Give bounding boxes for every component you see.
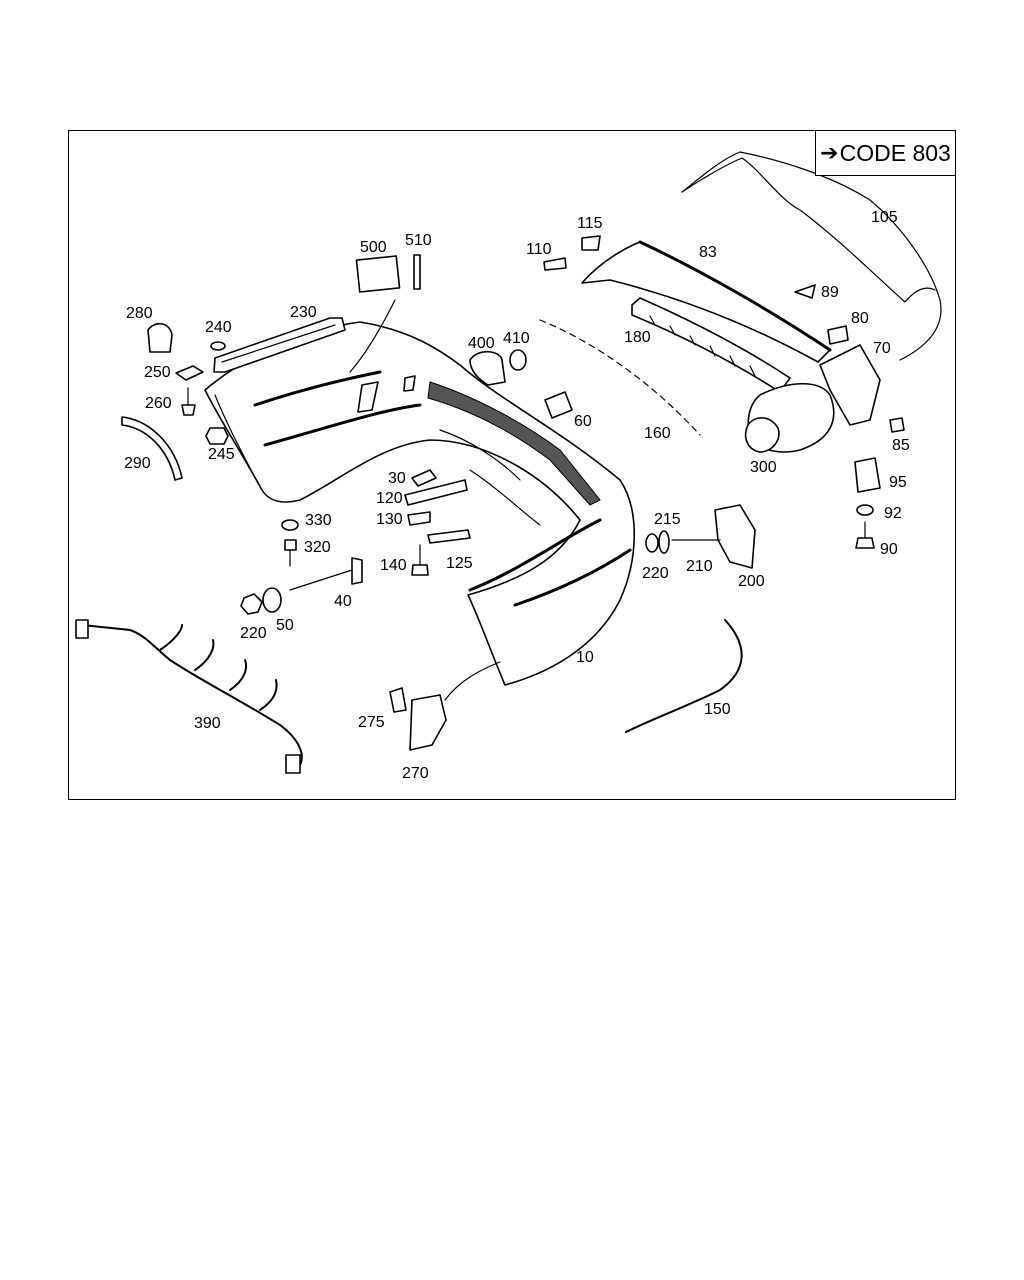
part-200-bracket (714, 504, 756, 569)
part-275-clip (389, 687, 407, 713)
part-70-bracket (819, 344, 881, 426)
label-220-left: 220 (240, 625, 267, 642)
part-220-nut-left (240, 593, 263, 615)
label-160: 160 (644, 425, 671, 442)
label-90: 90 (880, 541, 898, 558)
part-95-holder (854, 457, 881, 493)
label-330: 330 (305, 512, 332, 529)
arrow-icon: ➔ (820, 140, 839, 165)
label-85: 85 (892, 437, 910, 454)
label-70: 70 (873, 340, 891, 357)
label-215: 215 (654, 511, 681, 528)
part-115-clip (581, 235, 601, 251)
label-130: 130 (376, 511, 403, 528)
label-280: 280 (126, 305, 153, 322)
part-89-clip (794, 284, 816, 299)
part-250-nut (175, 365, 204, 381)
part-40-rod (289, 557, 363, 591)
part-180-diffuser (631, 297, 791, 393)
part-245-nut (205, 427, 229, 445)
label-245: 245 (208, 446, 235, 463)
label-220-right: 220 (642, 565, 669, 582)
label-83: 83 (699, 244, 717, 261)
part-220-nut-right (645, 533, 659, 553)
part-85-clip (889, 417, 905, 433)
part-90-screw (855, 521, 875, 549)
arrow-500 (349, 299, 396, 373)
part-320-bolt (284, 539, 297, 567)
label-500: 500 (360, 239, 387, 256)
label-290: 290 (124, 455, 151, 472)
label-275: 275 (358, 714, 385, 731)
part-330-washer (281, 519, 299, 531)
part-300-insert (744, 382, 835, 453)
label-390: 390 (194, 715, 221, 732)
label-140: 140 (380, 557, 407, 574)
label-510: 510 (405, 232, 432, 249)
label-250: 250 (144, 364, 171, 381)
label-95: 95 (889, 474, 907, 491)
part-290-strip (121, 416, 183, 481)
label-240: 240 (205, 319, 232, 336)
label-60: 60 (574, 413, 592, 430)
part-120-bracket (404, 479, 468, 506)
label-50: 50 (276, 617, 294, 634)
label-260: 260 (145, 395, 172, 412)
label-80: 80 (851, 310, 869, 327)
part-140-screw (411, 544, 429, 576)
arrow-270 (444, 661, 501, 701)
part-50-washer (262, 587, 282, 613)
part-215-washer (658, 530, 670, 554)
part-60-sensor (544, 391, 573, 419)
part-510-seal (413, 254, 421, 290)
label-200: 200 (738, 573, 765, 590)
part-150-strip (625, 619, 743, 733)
label-230: 230 (290, 304, 317, 321)
part-500-cover (355, 255, 401, 293)
label-270: 270 (402, 765, 429, 782)
label-180: 180 (624, 329, 651, 346)
label-320: 320 (304, 539, 331, 556)
label-125: 125 (446, 555, 473, 572)
part-230-reflector (213, 317, 346, 373)
part-10-bumper (204, 321, 636, 686)
part-280-clip (147, 322, 173, 353)
label-89: 89 (821, 284, 839, 301)
code-text: CODE 803 (839, 139, 951, 166)
part-260-screw (181, 387, 196, 416)
part-410-ring (509, 349, 527, 371)
part-130-bracket (407, 511, 431, 526)
part-80-clip (827, 325, 849, 345)
part-125-bracket (427, 529, 471, 544)
part-270-cover (409, 694, 447, 751)
part-390-harness (75, 619, 303, 774)
label-30: 30 (388, 470, 406, 487)
part-400-sensor (469, 350, 506, 386)
part-92-washer (856, 504, 874, 516)
label-115: 115 (577, 215, 603, 232)
part-30-clip (411, 469, 437, 487)
part-83-upper-trim (581, 240, 832, 363)
part-240-washer (210, 341, 226, 351)
label-10: 10 (576, 649, 594, 666)
label-120: 120 (376, 490, 403, 507)
part-105-spoiler (681, 151, 942, 361)
label-210: 210 (686, 558, 713, 575)
label-300: 300 (750, 459, 777, 476)
label-105: 105 (871, 209, 898, 226)
label-150: 150 (704, 701, 731, 718)
code-box: ➔CODE 803 (815, 130, 956, 176)
label-110: 110 (526, 241, 552, 258)
part-110-clip (543, 257, 567, 271)
label-92: 92 (884, 505, 902, 522)
label-410: 410 (503, 330, 530, 347)
part-160-strip (539, 319, 701, 436)
label-40: 40 (334, 593, 352, 610)
label-400: 400 (468, 335, 495, 352)
